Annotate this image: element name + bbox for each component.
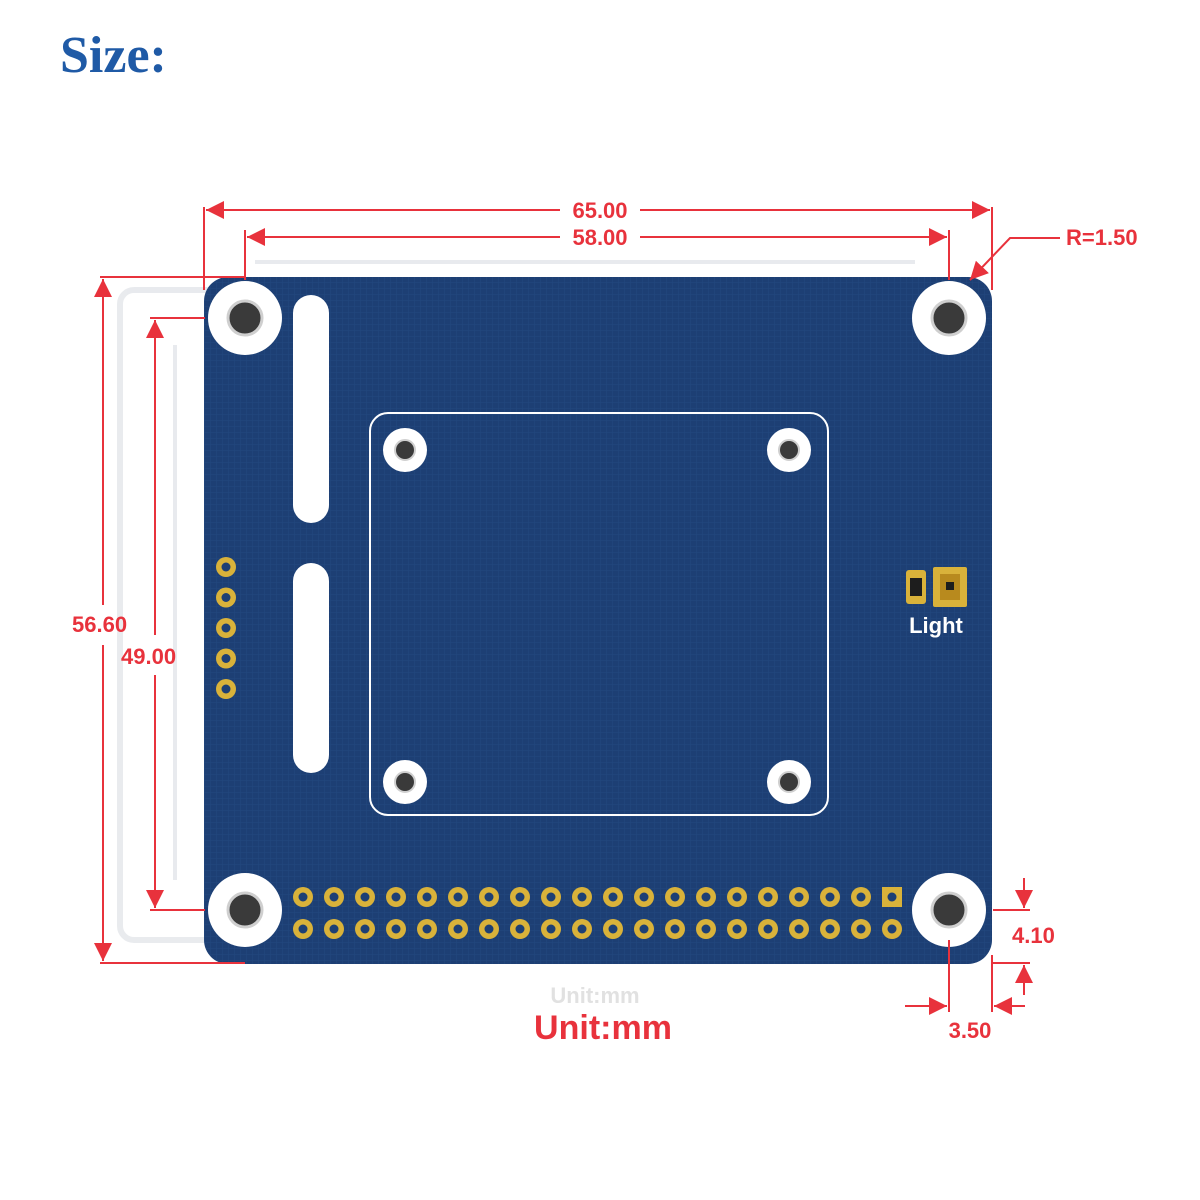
header-pin <box>541 887 561 907</box>
mounting-hole <box>912 281 986 355</box>
header-pin <box>293 887 313 907</box>
dim-label-height-holes: 49.00 <box>121 644 176 669</box>
gpio-header <box>293 887 902 939</box>
module-hole <box>767 428 811 472</box>
side-pad <box>216 587 236 608</box>
side-pad <box>216 557 236 577</box>
header-pin <box>293 919 313 939</box>
header-pin <box>634 919 654 939</box>
mounting-hole <box>912 873 986 947</box>
header-pin <box>510 919 530 939</box>
header-pin <box>386 887 406 907</box>
header-pin <box>417 919 437 939</box>
side-pad <box>216 648 236 669</box>
header-pin <box>572 887 592 907</box>
header-pin <box>727 887 747 907</box>
header-pin <box>479 919 499 939</box>
header-pin <box>665 887 685 907</box>
dim-line-radius <box>969 237 1060 281</box>
header-pin <box>882 887 902 907</box>
module-hole <box>767 760 811 804</box>
dim-label-hole-offset-x: 3.50 <box>949 1018 992 1043</box>
header-pin <box>355 887 375 907</box>
header-pin <box>324 919 344 939</box>
page-title: Size: <box>60 27 167 84</box>
unit-label-ghost: Unit:mm <box>550 983 639 1008</box>
dim-label-width-outer: 65.00 <box>572 198 627 223</box>
header-pin <box>479 887 499 907</box>
header-pin <box>758 919 778 939</box>
sensor-label: Light <box>909 613 963 638</box>
header-pin <box>448 887 468 907</box>
header-pin <box>727 919 747 939</box>
mounting-hole <box>208 873 282 947</box>
header-pin <box>758 887 778 907</box>
header-pin <box>386 919 406 939</box>
unit-label: Unit:mm <box>534 1009 672 1047</box>
header-pin <box>820 887 840 907</box>
header-pin <box>355 919 375 939</box>
header-pin <box>789 887 809 907</box>
light-sensor: Light <box>906 567 967 638</box>
header-pin <box>417 887 437 907</box>
header-pin <box>603 887 623 907</box>
module-outline <box>369 412 829 816</box>
side-pads <box>216 557 236 699</box>
side-pad <box>216 679 236 699</box>
header-pin <box>603 919 623 939</box>
header-pin <box>324 887 344 907</box>
module-hole <box>383 760 427 804</box>
header-pin <box>789 919 809 939</box>
header-pin <box>820 919 840 939</box>
header-pin <box>882 919 902 939</box>
header-pin <box>696 887 716 907</box>
dim-label-radius: R=1.50 <box>1066 225 1138 250</box>
header-pin <box>851 887 871 907</box>
header-pin <box>572 919 592 939</box>
header-pin <box>634 887 654 907</box>
side-pad <box>216 618 236 638</box>
header-pin <box>510 887 530 907</box>
header-pin <box>665 919 685 939</box>
mounting-hole <box>208 281 282 355</box>
header-pin <box>448 919 468 939</box>
mounting-holes <box>208 281 986 947</box>
module-hole <box>383 428 427 472</box>
dim-label-height-outer: 56.60 <box>72 612 127 637</box>
board-slot-lower <box>293 563 329 773</box>
header-pin <box>696 919 716 939</box>
module-holes <box>383 428 811 804</box>
dimension-lines <box>94 201 1060 1015</box>
board-slot-upper <box>293 295 329 523</box>
header-pin <box>541 919 561 939</box>
dim-label-width-holes: 58.00 <box>572 225 627 250</box>
header-pin <box>851 919 871 939</box>
dim-label-hole-offset-y: 4.10 <box>1012 923 1055 948</box>
